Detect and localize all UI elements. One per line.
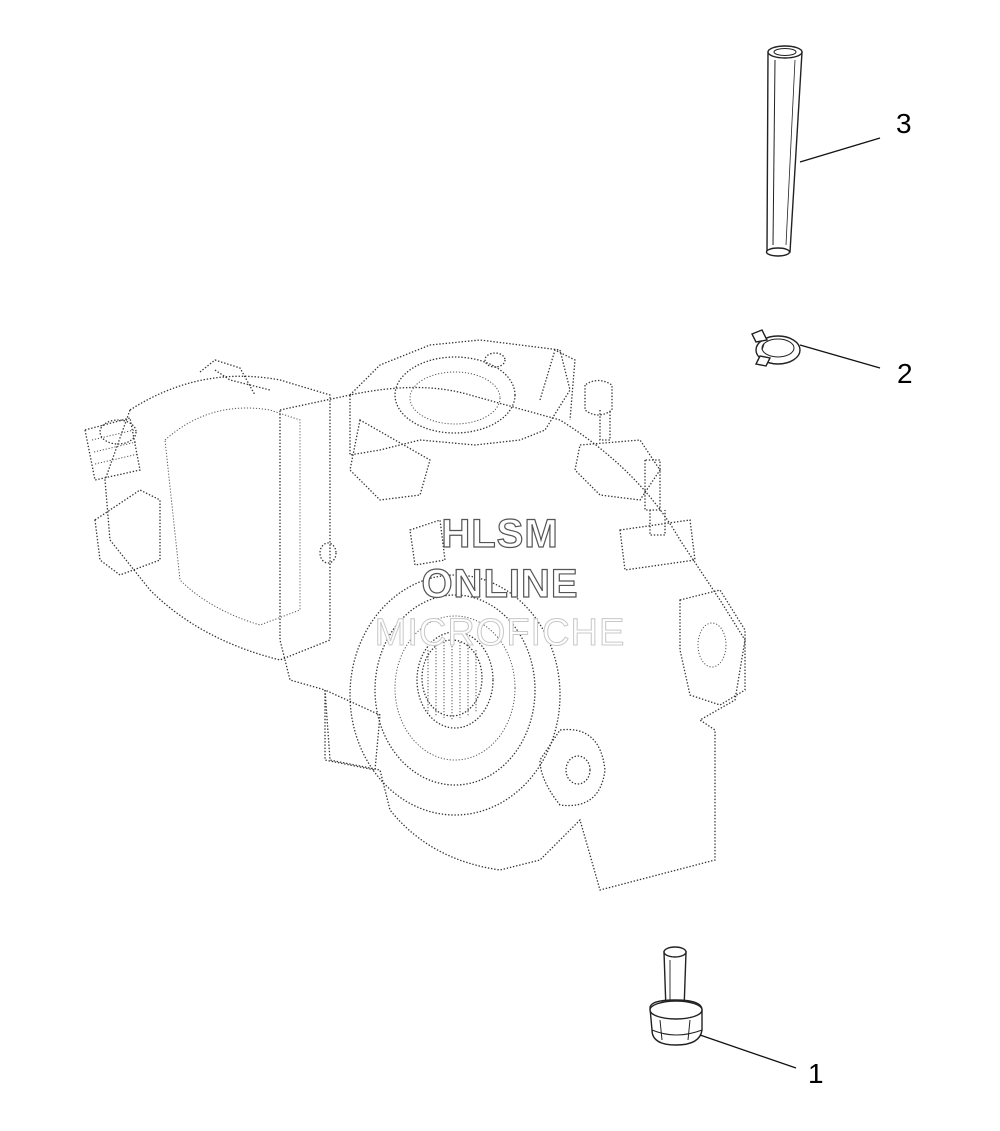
input-spline-stub (84, 417, 141, 481)
right-mount-boss (679, 589, 746, 706)
callout-2: 2 (897, 358, 913, 389)
part-1-flange-bolt (649, 946, 703, 1046)
part-3-tube (765, 45, 803, 257)
gearbox-housing (84, 339, 746, 891)
breather-fitting (584, 379, 613, 416)
callout-1: 1 (808, 1058, 824, 1089)
leader-line-2 (799, 344, 881, 369)
top-flange (349, 339, 571, 456)
callout-3: 3 (896, 108, 912, 139)
part-2-clamp (751, 329, 801, 367)
watermark-line-2: ONLINE (421, 561, 579, 606)
watermark-line-1: HLSM (441, 511, 559, 556)
output-seal-face (349, 574, 561, 816)
left-bell-housing (104, 375, 331, 661)
leader-line-1 (699, 1034, 797, 1069)
watermark-line-3: MICROFICHE (374, 612, 626, 655)
leader-line-3 (799, 137, 881, 163)
